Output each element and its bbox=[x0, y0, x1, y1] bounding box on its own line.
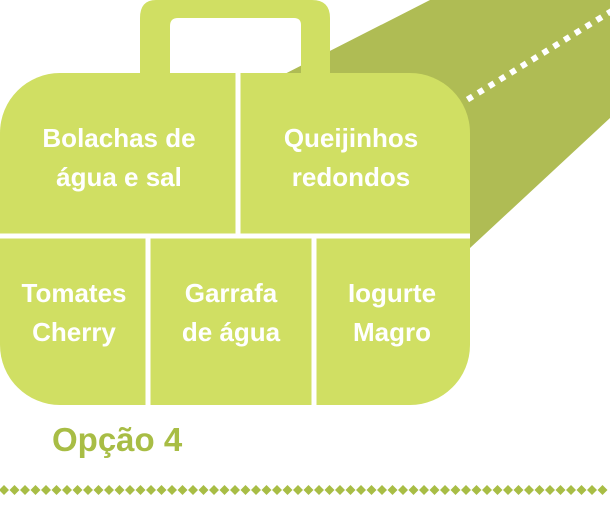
ribbon-stitch-mark bbox=[476, 87, 485, 96]
compartment-yogurt: Iogurte Magro bbox=[314, 273, 470, 353]
compartment-tomatoes-line1: Tomates bbox=[21, 278, 127, 308]
diamond-border-mark bbox=[387, 485, 398, 495]
compartment-crackers-line2: água e sal bbox=[56, 162, 182, 192]
compartment-water: Garrafa de água bbox=[148, 273, 314, 353]
diamond-border-mark bbox=[587, 485, 597, 495]
diamond-border-mark bbox=[230, 485, 240, 495]
diamond-border-mark bbox=[471, 485, 482, 495]
diamond-border bbox=[0, 485, 608, 495]
diamond-border-mark bbox=[135, 485, 146, 495]
ribbon-stitch-mark bbox=[573, 27, 582, 36]
diamond-border-mark bbox=[156, 485, 167, 495]
diamond-border-mark bbox=[104, 485, 114, 495]
diamond-border-mark bbox=[125, 485, 135, 495]
diamond-border-mark bbox=[62, 485, 72, 495]
diamond-border-mark bbox=[429, 485, 440, 495]
diamond-border-mark bbox=[41, 485, 51, 495]
diamond-border-mark bbox=[209, 485, 219, 495]
compartment-water-line2: de água bbox=[181, 317, 281, 347]
ribbon-stitch-mark bbox=[595, 14, 604, 23]
bag-body bbox=[0, 73, 470, 405]
compartment-cheese: Queijinhos redondos bbox=[238, 118, 464, 198]
diamond-border-mark bbox=[513, 485, 524, 495]
diamond-border-mark bbox=[240, 485, 251, 495]
ribbon-stitch-mark bbox=[465, 93, 475, 103]
diamond-border-mark bbox=[377, 485, 387, 495]
diamond-border-mark bbox=[461, 485, 471, 495]
ribbon-stitch-mark bbox=[605, 7, 610, 17]
diamond-border-mark bbox=[345, 485, 356, 495]
diamond-border-mark bbox=[545, 485, 555, 495]
ribbon-stitch-mark bbox=[562, 34, 572, 43]
diamond-border-mark bbox=[83, 485, 93, 495]
diamond-border-mark bbox=[335, 485, 345, 495]
diamond-border-mark bbox=[293, 485, 303, 495]
diamond-border-mark bbox=[30, 485, 41, 495]
diamond-border-mark bbox=[114, 485, 125, 495]
compartment-cheese-line1: Queijinhos bbox=[283, 123, 419, 153]
diamond-border-mark bbox=[167, 485, 177, 495]
compartment-water-line1: Garrafa bbox=[184, 278, 278, 308]
diamond-border-mark bbox=[366, 485, 377, 495]
diamond-border-mark bbox=[408, 485, 419, 495]
diamond-border-mark bbox=[524, 485, 534, 495]
diamond-border-mark bbox=[93, 485, 104, 495]
diamond-border-mark bbox=[198, 485, 209, 495]
ribbon-stitch-mark bbox=[552, 40, 561, 50]
compartment-crackers-line1: Bolachas de bbox=[42, 123, 196, 153]
diamond-border-mark bbox=[251, 485, 261, 495]
compartment-tomatoes-line2: Cherry bbox=[32, 317, 116, 347]
diamond-border-mark bbox=[72, 485, 83, 495]
diamond-border-mark bbox=[188, 485, 198, 495]
diamond-border-mark bbox=[576, 485, 587, 495]
ribbon-stitch-mark bbox=[498, 74, 507, 83]
option-title: Opção 4 bbox=[52, 421, 183, 458]
compartment-cheese-line2: redondos bbox=[291, 162, 411, 192]
ribbon-stitch-mark bbox=[519, 60, 528, 70]
ribbon-stitch-mark bbox=[508, 67, 518, 76]
ribbon-stitch-mark bbox=[530, 54, 539, 63]
diamond-border-mark bbox=[398, 485, 408, 495]
diamond-border-mark bbox=[597, 485, 608, 495]
diamond-border-mark bbox=[450, 485, 461, 495]
diamond-border-mark bbox=[419, 485, 429, 495]
compartment-tomatoes: Tomates Cherry bbox=[0, 273, 148, 353]
diamond-border-mark bbox=[282, 485, 293, 495]
diamond-border-mark bbox=[51, 485, 62, 495]
diamond-border-mark bbox=[146, 485, 156, 495]
ribbon-stitch-mark bbox=[584, 21, 593, 30]
diamond-border-mark bbox=[20, 485, 30, 495]
diamond-border-mark bbox=[492, 485, 503, 495]
compartment-crackers: Bolachas de água e sal bbox=[0, 118, 238, 198]
diamond-border-mark bbox=[9, 485, 20, 495]
diamond-border-mark bbox=[272, 485, 282, 495]
diamond-border-mark bbox=[303, 485, 314, 495]
diamond-border-mark bbox=[177, 485, 188, 495]
diamond-border-mark bbox=[440, 485, 450, 495]
diamond-border-mark bbox=[324, 485, 335, 495]
diamond-border-mark bbox=[482, 485, 492, 495]
diamond-border-mark bbox=[566, 485, 576, 495]
ribbon-stitching bbox=[465, 7, 610, 103]
diamond-border-mark bbox=[503, 485, 513, 495]
compartment-yogurt-line2: Magro bbox=[353, 317, 431, 347]
diamond-border-mark bbox=[534, 485, 545, 495]
bag-handle bbox=[140, 0, 330, 78]
diamond-border-mark bbox=[0, 485, 9, 495]
diamond-border-mark bbox=[314, 485, 324, 495]
compartment-yogurt-line1: Iogurte bbox=[347, 278, 437, 308]
ribbon-stitch-mark bbox=[541, 47, 550, 56]
diamond-border-mark bbox=[219, 485, 230, 495]
diamond-border-mark bbox=[261, 485, 272, 495]
diamond-border-mark bbox=[555, 485, 566, 495]
ribbon-stitch-mark bbox=[487, 80, 496, 89]
diamond-border-mark bbox=[356, 485, 366, 495]
compartment-dividers bbox=[0, 73, 470, 405]
